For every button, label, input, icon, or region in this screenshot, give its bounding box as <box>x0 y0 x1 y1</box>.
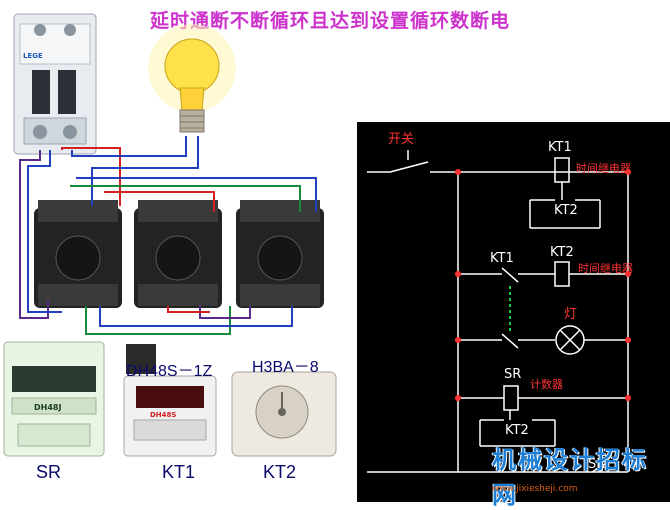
sr-bottom-contact <box>591 461 609 473</box>
kt1-label: KT1 <box>162 462 196 482</box>
kt1-contact <box>501 267 519 283</box>
sr-coil-desc: 计数器 <box>530 378 563 391</box>
switch-label: 开关 <box>388 132 414 147</box>
sr-coil <box>503 385 519 411</box>
watermark-url: www.jixiesheji.com <box>492 484 578 494</box>
circuit-breaker <box>13 13 97 155</box>
schematic-panel <box>357 122 670 502</box>
sr-counter-device <box>3 341 105 457</box>
kt2-coil <box>554 261 570 287</box>
kt1-face: DH48S <box>150 411 176 419</box>
kt1-timer-device <box>123 344 217 457</box>
kt1-contact-lamp <box>501 333 519 349</box>
kt2-contact-label: KT2 <box>554 203 578 218</box>
page-title: 延时通断不断循环且达到设置循环数断电 <box>150 10 511 32</box>
breaker-brand: LEGE <box>23 52 43 60</box>
kt1-model-label: DH48S－1Z <box>126 363 213 380</box>
kt1-contact-label: KT1 <box>490 251 514 266</box>
kt1-coil-desc: 时间继电器 <box>576 162 631 175</box>
sr-contact-label: SR <box>504 367 521 382</box>
relay-socket-left <box>34 200 122 308</box>
kt1-coil <box>554 157 570 183</box>
kt2-coil-desc: 时间继电器 <box>578 262 633 275</box>
junction-dots <box>455 169 631 401</box>
lamp-label: 灯 <box>564 307 577 322</box>
watermark: 机械设计招标网 <box>492 446 648 509</box>
kt1-coil-label: KT1 <box>548 140 572 155</box>
relay-socket-right <box>236 200 324 308</box>
kt2-timer-device <box>231 371 337 457</box>
sr-model: DH48J <box>34 403 61 412</box>
light-bulb-icon <box>148 24 236 133</box>
sr-label: SR <box>36 462 62 482</box>
relay-socket-middle <box>134 200 222 308</box>
kt2-bottom-label: KT2 <box>505 423 529 438</box>
sr-bottom-label: SR <box>588 457 605 472</box>
kt2-model-label: H3BA－8 <box>252 359 319 376</box>
switch-blade <box>389 161 429 173</box>
kt2-label: KT2 <box>263 462 297 482</box>
wiring-harness <box>19 136 317 335</box>
kt2-coil-label: KT2 <box>550 245 574 260</box>
